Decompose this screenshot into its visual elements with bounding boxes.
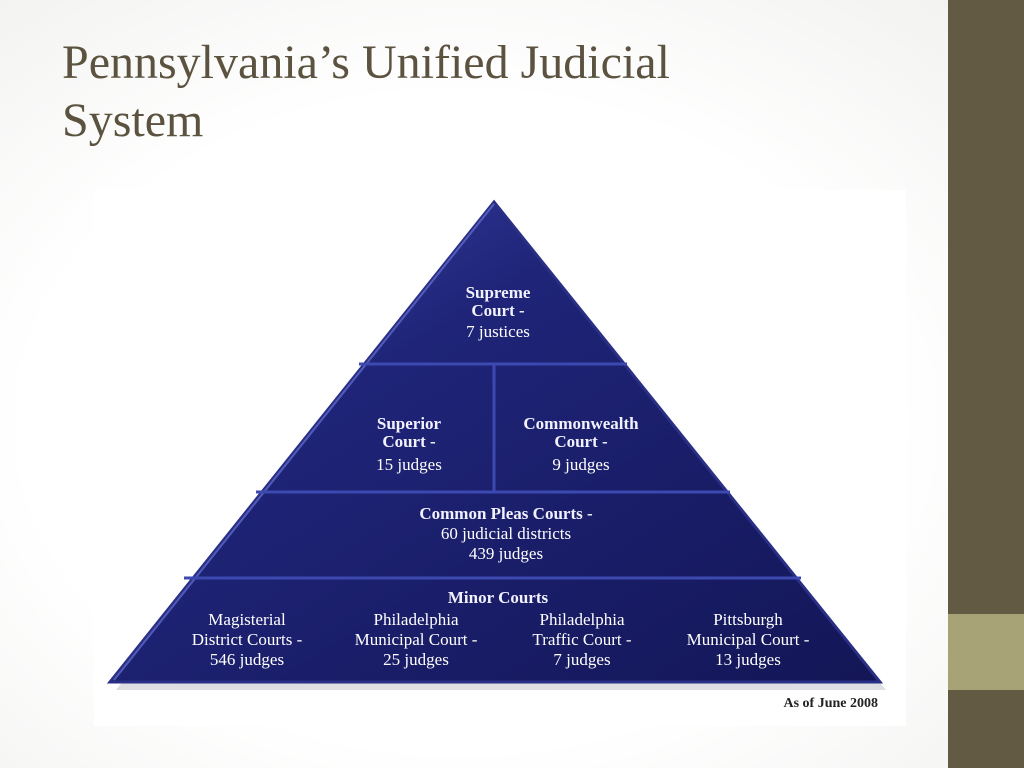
supreme-label-1: Supreme [466, 283, 531, 302]
minor-court-4-line-1: Pittsburgh [713, 610, 783, 629]
tier-common-pleas: Common Pleas Courts - 60 judicial distri… [419, 504, 593, 563]
commonwealth-label-2: Court - [554, 432, 608, 451]
slide-title: Pennsylvania’s Unified Judicial System [62, 34, 922, 150]
common-pleas-districts: 60 judicial districts [441, 524, 571, 543]
pyramid-edge-highlight [113, 203, 495, 681]
pyramid-figure: Supreme Court - 7 justices Superior Cour… [94, 190, 906, 726]
superior-count: 15 judges [376, 455, 442, 474]
commonwealth-count: 9 judges [552, 455, 609, 474]
superior-label-2: Court - [382, 432, 436, 451]
minor-court-2-line-1: Philadelphia [374, 610, 459, 629]
minor-court-2-count: 25 judges [383, 650, 449, 669]
minor-court-4-count: 13 judges [715, 650, 781, 669]
tier-superior-court: Superior Court - 15 judges [376, 414, 442, 474]
title-line-2: System [62, 94, 204, 147]
minor-court-1-line-2: District Courts - [192, 630, 303, 649]
minor-court-magisterial: Magisterial District Courts - 546 judges [192, 610, 303, 669]
sidebar-accent-block [948, 614, 1024, 690]
minor-court-phila-municipal: Philadelphia Municipal Court - 25 judges [355, 610, 478, 669]
commonwealth-label-1: Commonwealth [523, 414, 639, 433]
minor-court-3-line-2: Traffic Court - [532, 630, 632, 649]
minor-court-4-line-2: Municipal Court - [687, 630, 810, 649]
minor-court-pittsburgh-municipal: Pittsburgh Municipal Court - 13 judges [687, 610, 810, 669]
common-pleas-count: 439 judges [469, 544, 543, 563]
tier-supreme-court: Supreme Court - 7 justices [466, 283, 531, 341]
tier-minor-courts: Minor Courts Magisterial District Courts… [192, 588, 810, 669]
minor-courts-heading: Minor Courts [448, 588, 549, 607]
supreme-count: 7 justices [466, 322, 530, 341]
minor-court-3-count: 7 judges [553, 650, 610, 669]
title-line-1: Pennsylvania’s Unified Judicial [62, 36, 670, 89]
as-of-note: As of June 2008 [783, 696, 878, 711]
minor-court-3-line-1: Philadelphia [540, 610, 625, 629]
common-pleas-label: Common Pleas Courts - [419, 504, 593, 523]
supreme-label-2: Court - [471, 301, 525, 320]
minor-court-1-line-1: Magisterial [208, 610, 286, 629]
minor-court-2-line-2: Municipal Court - [355, 630, 478, 649]
pyramid-diagram: Supreme Court - 7 justices Superior Cour… [106, 199, 886, 711]
superior-label-1: Superior [377, 414, 442, 433]
tier-commonwealth-court: Commonwealth Court - 9 judges [523, 414, 639, 474]
minor-court-1-count: 546 judges [210, 650, 284, 669]
minor-court-phila-traffic: Philadelphia Traffic Court - 7 judges [532, 610, 632, 669]
